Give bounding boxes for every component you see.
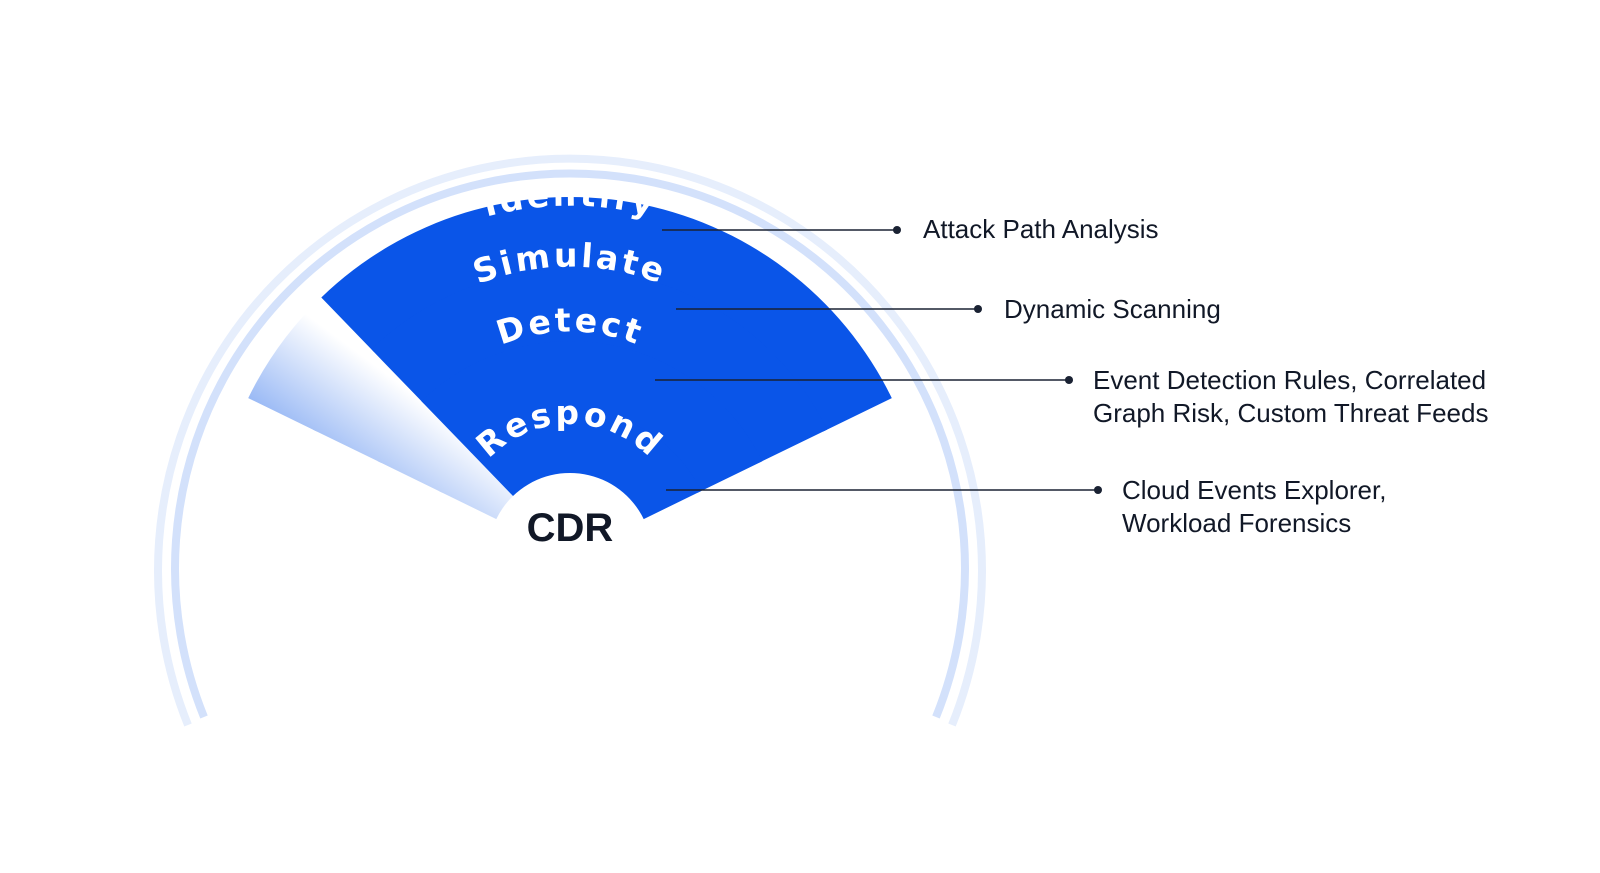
- band-detect: [421, 341, 763, 493]
- band-respond: [468, 409, 702, 520]
- band-detect-faded-segment: [377, 401, 472, 493]
- callout-detect-line-1: Event Detection Rules, Correlated: [1093, 365, 1487, 395]
- arc-bands: [248, 196, 892, 520]
- callout-respond-line-2: Workload Forensics: [1122, 508, 1352, 538]
- callout-detect: Event Detection Rules, Correlated Graph …: [1093, 364, 1488, 430]
- callout-leader-respond: [666, 486, 1102, 494]
- callout-leader-simulate: [676, 305, 982, 313]
- band-respond-faded-segment: [438, 450, 513, 520]
- callout-simulate: Dynamic Scanning: [1004, 293, 1221, 326]
- band-identify: [321, 196, 892, 432]
- callout-identify: Attack Path Analysis: [923, 213, 1159, 246]
- center-label: CDR: [527, 506, 614, 550]
- callout-simulate-line-1: Dynamic Scanning: [1004, 294, 1221, 324]
- band-simulate: [371, 268, 828, 463]
- band-identify-faded-segment: [248, 297, 375, 432]
- callout-respond-line-1: Cloud Events Explorer,: [1122, 475, 1387, 505]
- callout-detect-line-2: Graph Risk, Custom Threat Feeds: [1093, 398, 1489, 428]
- callout-leader-detect: [655, 376, 1073, 384]
- callout-leader-identify: [662, 226, 901, 234]
- outer-halo-ring: [154, 154, 986, 727]
- callout-identify-line-1: Attack Path Analysis: [923, 214, 1159, 244]
- inner-halo-ring: [171, 169, 969, 719]
- callout-respond: Cloud Events Explorer, Workload Forensic…: [1122, 474, 1386, 540]
